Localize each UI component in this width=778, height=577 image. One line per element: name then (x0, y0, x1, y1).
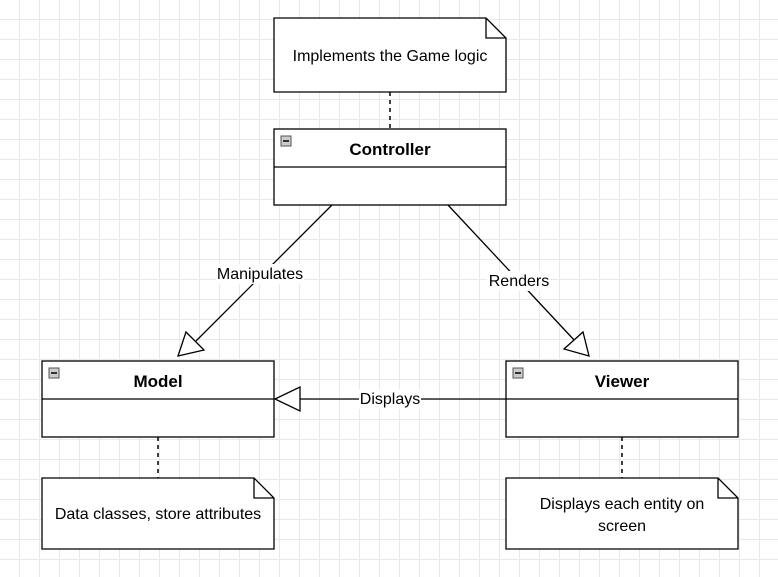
viewer-class[interactable]: Viewer (505, 360, 739, 438)
viewer-note-text-line2: screen (598, 518, 646, 535)
renders-label: Renders (489, 273, 549, 290)
edge-manipulates[interactable]: Manipulates (177, 204, 333, 357)
edge-renders[interactable]: Renders (447, 204, 590, 357)
model-note-text: Data classes, store attributes (55, 506, 261, 523)
model-title: Model (133, 372, 182, 391)
controller-class[interactable]: Controller (273, 128, 507, 206)
edge-displays[interactable]: Displays (273, 385, 506, 413)
model-collapse-icon[interactable] (48, 367, 60, 379)
viewer-collapse-icon[interactable] (512, 367, 524, 379)
displays-arrowhead (273, 385, 301, 413)
model-note[interactable]: Data classes, store attributes (41, 477, 275, 550)
manipulates-arrowhead (177, 330, 206, 357)
controller-collapse-icon[interactable] (280, 135, 292, 147)
controller-note[interactable]: Implements the Game logic (273, 17, 507, 93)
renders-arrowhead (562, 330, 590, 357)
controller-title: Controller (349, 140, 431, 159)
viewer-note[interactable]: Displays each entity on screen (505, 477, 739, 550)
viewer-note-text-line1: Displays each entity on (540, 496, 705, 513)
manipulates-label: Manipulates (217, 266, 303, 283)
controller-note-text: Implements the Game logic (293, 48, 488, 65)
displays-label: Displays (360, 391, 420, 408)
model-class[interactable]: Model (41, 360, 275, 438)
viewer-title: Viewer (595, 372, 650, 391)
